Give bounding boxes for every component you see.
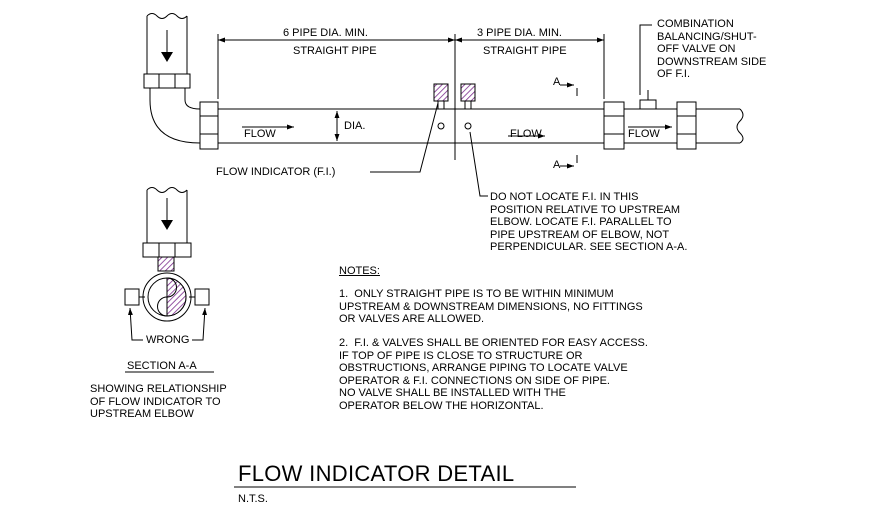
section-mark-top: A bbox=[553, 76, 561, 88]
downstream-dimension-label: 3 PIPE DIA. MIN. bbox=[477, 27, 562, 39]
notes-heading: NOTES: bbox=[339, 265, 380, 277]
flow-arrows bbox=[242, 124, 672, 139]
upstream-dimension-label: 6 PIPE DIA. MIN. bbox=[283, 27, 368, 39]
flow-label-upstream: FLOW bbox=[244, 128, 276, 140]
section-caption: SHOWING RELATIONSHIP OF FLOW INDICATOR T… bbox=[90, 383, 227, 420]
wrong-label: WRONG bbox=[146, 334, 190, 346]
section-mark-bottom: A bbox=[553, 159, 561, 171]
note-1: 1. ONLY STRAIGHT PIPE IS TO BE WITHIN MI… bbox=[339, 288, 643, 325]
downstream-straight-pipe-label: STRAIGHT PIPE bbox=[483, 45, 567, 57]
section-view bbox=[124, 187, 210, 341]
drawing-scale: N.T.S. bbox=[238, 493, 268, 505]
diameter-label: DIA. bbox=[344, 120, 366, 132]
flow-label-middle: FLOW bbox=[510, 128, 542, 140]
section-cut-line bbox=[560, 82, 578, 169]
upstream-straight-pipe-label: STRAIGHT PIPE bbox=[293, 45, 377, 57]
leader-lines bbox=[370, 24, 652, 197]
do-not-locate-callout: DO NOT LOCATE F.I. IN THIS POSITION RELA… bbox=[490, 191, 688, 253]
flow-label-downstream: FLOW bbox=[628, 128, 660, 140]
note-2: 2. F.I. & VALVES SHALL BE ORIENTED FOR E… bbox=[339, 337, 648, 412]
main-pipe bbox=[199, 101, 744, 150]
valve-callout: COMBINATION BALANCING/SHUT- OFF VALVE ON… bbox=[657, 18, 767, 80]
section-title: SECTION A-A bbox=[127, 360, 197, 372]
riser-pipe bbox=[143, 13, 201, 144]
flow-indicator-taps bbox=[433, 83, 476, 130]
drawing-title: FLOW INDICATOR DETAIL bbox=[238, 461, 515, 486]
dimension-lines bbox=[217, 34, 605, 160]
flow-indicator-callout: FLOW INDICATOR (F.I.) bbox=[216, 166, 336, 178]
balancing-valve bbox=[639, 90, 657, 110]
